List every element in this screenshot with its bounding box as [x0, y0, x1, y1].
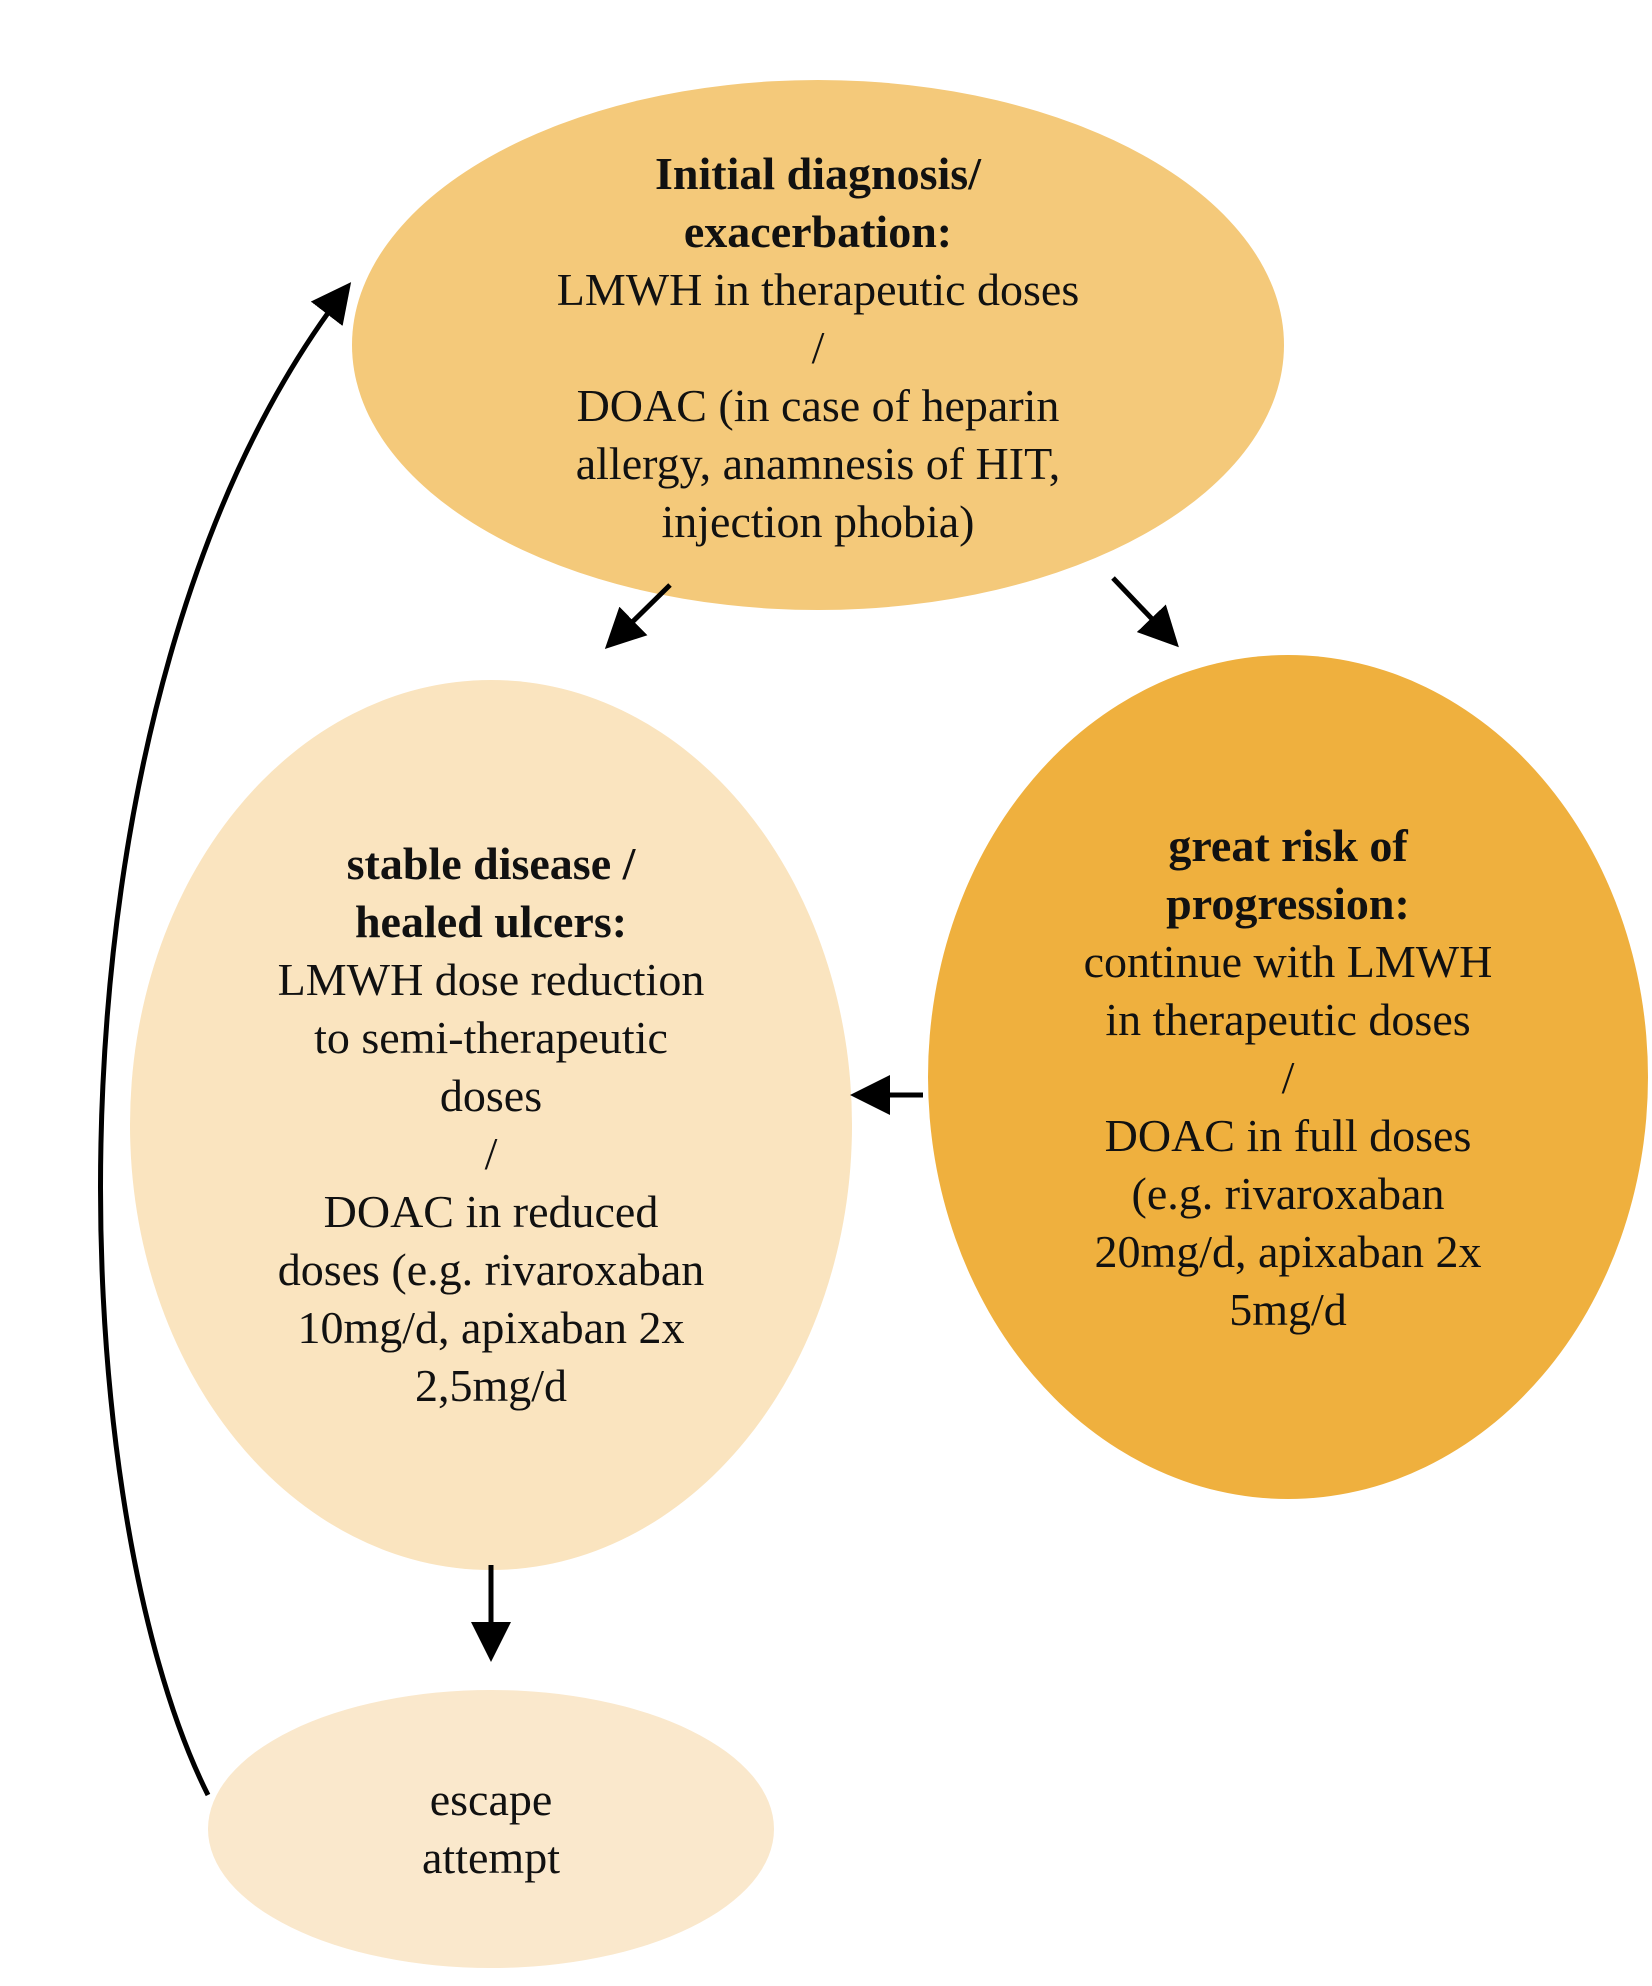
node-text-line: 2,5mg/d: [414, 1360, 568, 1411]
node-text-line: attempt: [422, 1832, 560, 1883]
arrow-initial-to-stable: [604, 583, 672, 650]
escape-attempt-ellipse: [208, 1690, 774, 1968]
node-text-line: /: [1281, 1051, 1295, 1103]
arrow-escape-to-initial: [98, 282, 352, 1797]
node-text-line: /: [484, 1128, 498, 1179]
node-text-line: LMWH in therapeutic doses: [556, 264, 1080, 315]
arrow-initial-to-risk: [1111, 576, 1179, 648]
node-text-line: stable disease /: [346, 838, 636, 889]
node-text-line: doses: [439, 1070, 543, 1121]
node-text-line: 20mg/d, apixaban 2x: [1094, 1225, 1482, 1277]
escape-attempt-node: escape attempt: [208, 1690, 774, 1968]
initial-diagnosis-node: Initial diagnosis/exacerbation: LMWH in t…: [352, 80, 1284, 610]
node-text-line: great risk of: [1168, 819, 1408, 871]
node-text-line: /: [811, 322, 825, 373]
node-text-line: progression:: [1166, 877, 1410, 929]
node-text-line: 5mg/d: [1229, 1283, 1347, 1335]
node-text-line: 10mg/d, apixaban 2x: [297, 1302, 685, 1353]
stable-disease-ellipse: [130, 680, 852, 1570]
node-text-line: LMWH dose reduction: [277, 954, 705, 1005]
node-text-line: continue with LMWH: [1083, 935, 1493, 987]
node-text-line: (e.g. rivaroxaban: [1131, 1167, 1445, 1219]
node-text-line: to semi-therapeutic: [314, 1012, 668, 1063]
initial-diagnosis-ellipse: [352, 80, 1284, 610]
node-text-line: DOAC in full doses: [1104, 1109, 1472, 1161]
node-text-line: DOAC in reduced: [323, 1186, 659, 1237]
node-text-line: healed ulcers:: [354, 896, 628, 947]
node-text-line: allergy, anamnesis of HIT,: [575, 438, 1061, 489]
node-text-line: Initial diagnosis/: [655, 148, 981, 199]
node-text-line: doses (e.g. rivaroxaban: [277, 1244, 705, 1295]
node-text-line: escape: [429, 1774, 553, 1825]
stable-disease-node: stable disease / healed ulcers: LMWH dose …: [130, 680, 852, 1570]
node-text-line: exacerbation:: [683, 206, 953, 257]
great-risk-ellipse: [928, 655, 1648, 1499]
node-text-line: DOAC (in case of heparin: [576, 380, 1060, 431]
node-text-line: injection phobia): [661, 496, 975, 547]
great-risk-node: great risk of progression: continue with L…: [928, 655, 1648, 1500]
node-text-line: in therapeutic doses: [1105, 993, 1471, 1045]
